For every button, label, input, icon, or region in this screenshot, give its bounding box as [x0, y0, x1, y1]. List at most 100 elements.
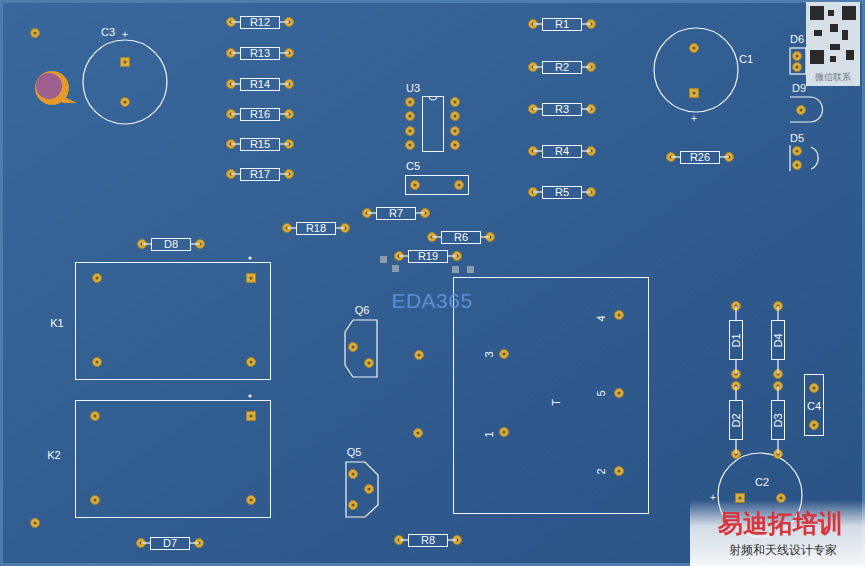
diode-symbol: D2	[729, 400, 743, 440]
pad-hole	[413, 183, 416, 186]
pad-copper	[365, 359, 374, 368]
pad-hole	[738, 496, 741, 499]
part-name: R6	[454, 232, 468, 243]
pad-hole	[408, 143, 411, 146]
part-name: D1	[731, 333, 742, 347]
part-name: R12	[250, 17, 270, 28]
component-lead	[142, 243, 151, 244]
part-name: D8	[164, 239, 178, 250]
pad-copper	[414, 429, 423, 438]
pin-number: 4	[596, 315, 607, 321]
transistor-body	[346, 462, 378, 517]
component-lead	[735, 386, 736, 400]
pad-copper	[451, 112, 460, 121]
watermark: 微信联系	[815, 73, 851, 82]
pad-hole	[417, 353, 420, 356]
resistor-symbol: R13	[240, 47, 280, 60]
component-lead	[336, 227, 345, 228]
transistor-body	[345, 320, 377, 377]
pad-hole	[453, 143, 456, 146]
qr-block	[814, 30, 822, 36]
pad-copper	[615, 389, 624, 398]
part-name: R13	[250, 48, 270, 59]
solder-pad	[736, 494, 745, 503]
solder-pad	[810, 421, 819, 430]
pad-copper	[690, 89, 699, 98]
pad-copper	[247, 274, 256, 283]
pad-hole	[33, 31, 36, 34]
qr-panel	[806, 2, 860, 86]
smd-pad	[467, 266, 474, 273]
pad-hole	[502, 430, 505, 433]
part-name: D3	[773, 413, 784, 427]
part-name: R15	[250, 139, 270, 150]
component-lead	[735, 360, 736, 374]
solder-pad	[451, 141, 460, 150]
component-outline: K2	[75, 400, 271, 518]
pad-hole	[457, 183, 460, 186]
part-name: K2	[47, 450, 60, 461]
solder-pad	[247, 274, 256, 283]
component-lead	[735, 440, 736, 454]
solder-pad	[615, 389, 624, 398]
qr-block	[830, 56, 836, 62]
solder-pad	[121, 58, 130, 67]
pad-hole	[795, 163, 798, 166]
solder-pad	[690, 89, 699, 98]
solder-pad	[365, 485, 374, 494]
pad-copper	[406, 127, 415, 136]
component-lead	[280, 173, 289, 174]
solder-pad	[365, 359, 374, 368]
pad-copper	[455, 181, 464, 190]
pad-hole	[249, 414, 252, 417]
logo-core	[36, 73, 62, 99]
pad-hole	[367, 487, 370, 490]
component-lead	[777, 360, 778, 374]
resistor-symbol: R26	[680, 151, 720, 164]
solder-pad	[615, 467, 624, 476]
outline-shape	[346, 462, 378, 517]
lead-layer	[141, 22, 778, 543]
resistor-symbol: R18	[296, 222, 336, 235]
solder-pad	[247, 412, 256, 421]
part-name: R17	[250, 169, 270, 180]
pad-copper	[411, 181, 420, 190]
part-name: R7	[389, 208, 403, 219]
qr-block	[830, 24, 838, 32]
resistor-symbol: R2	[542, 61, 582, 74]
pin-number: 5	[596, 390, 607, 396]
resistor-symbol: D7	[150, 537, 190, 550]
resistor-symbol: R3	[542, 103, 582, 116]
pad-copper	[615, 311, 624, 320]
component-lead	[191, 243, 200, 244]
part-name: C1	[739, 54, 753, 65]
part-name: R19	[418, 251, 438, 262]
component-lead	[582, 23, 591, 24]
component-lead	[287, 227, 296, 228]
pad-copper	[615, 467, 624, 476]
part-name: D4	[773, 333, 784, 347]
part-name: R14	[250, 79, 270, 90]
pad-hole	[351, 472, 354, 475]
pad-hole	[453, 100, 456, 103]
transistor-outline: Q5	[346, 462, 378, 517]
component-lead	[582, 150, 591, 151]
part-name: R1	[555, 19, 569, 30]
pad-copper	[736, 494, 745, 503]
diode-symbol: D4	[771, 320, 785, 360]
qr-code	[810, 6, 856, 64]
pad-copper	[247, 358, 256, 367]
solder-pad	[91, 412, 100, 421]
pad-hole	[812, 423, 815, 426]
resistor-symbol: R6	[441, 231, 481, 244]
component-lead	[533, 108, 542, 109]
part-name: D6	[790, 34, 804, 45]
watermark-ground	[690, 500, 865, 566]
solder-pad	[121, 98, 130, 107]
part-name: R18	[306, 223, 326, 234]
pad-copper	[415, 351, 424, 360]
pin-number: 3	[484, 351, 495, 357]
part-name: K1	[50, 318, 63, 329]
part-name: D5	[790, 133, 804, 144]
